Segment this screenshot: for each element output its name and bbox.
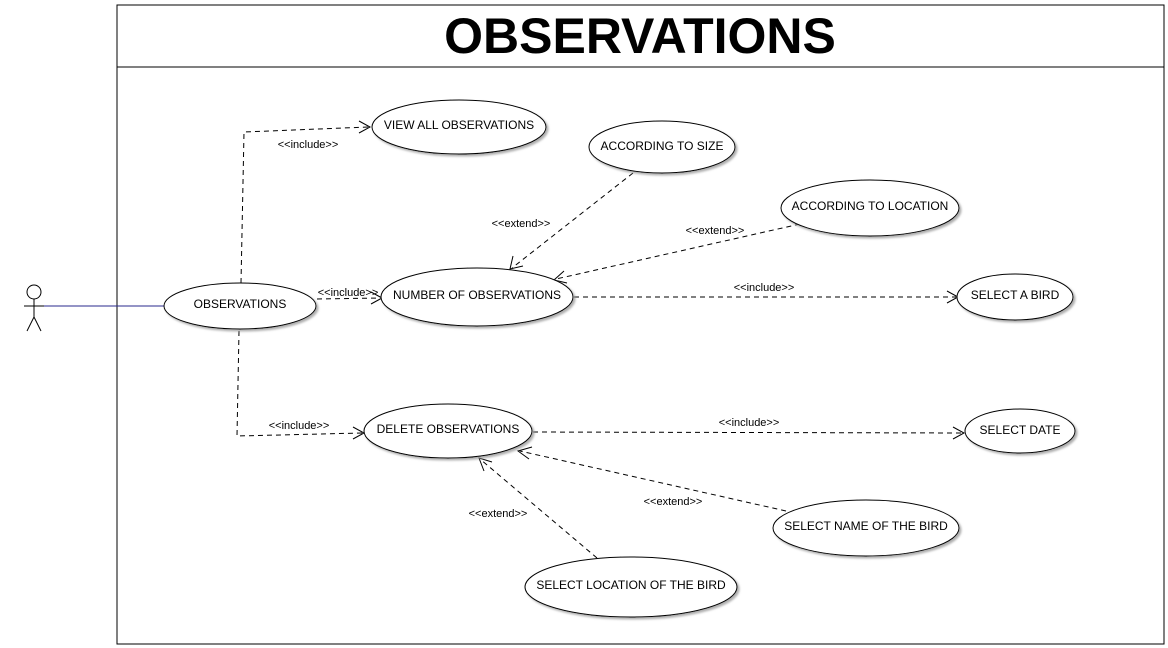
use-case-label: SELECT NAME OF THE BIRD	[784, 519, 948, 533]
label-extend-location-bird: <<extend>>	[469, 508, 528, 520]
use-case-label: VIEW ALL OBSERVATIONS	[384, 118, 534, 132]
label-extend-size: <<extend>>	[492, 218, 551, 230]
stick-figure-actor-icon[interactable]	[24, 284, 44, 332]
use-case-select-name-of-the-bird[interactable]: SELECT NAME OF THE BIRD	[772, 499, 960, 557]
use-case-label: OBSERVATIONS	[194, 297, 287, 311]
use-case-according-to-size[interactable]: ACCORDING TO SIZE	[588, 120, 736, 174]
system-boundary	[116, 4, 1165, 645]
include-select-date-arrow	[952, 426, 966, 440]
label-extend-location: <<extend>>	[686, 225, 745, 237]
use-case-label: NUMBER OF OBSERVATIONS	[393, 288, 561, 302]
label-include-select-date: <<include>>	[719, 417, 780, 429]
use-case-view-all-observations[interactable]: VIEW ALL OBSERVATIONS	[371, 99, 547, 155]
use-case-select-a-bird[interactable]: SELECT A BIRD	[956, 273, 1074, 321]
use-case-label: SELECT DATE	[980, 423, 1061, 437]
use-case-label: DELETE OBSERVATIONS	[377, 422, 520, 436]
extend-location-bird-line	[479, 458, 598, 559]
use-case-number-of-observations[interactable]: NUMBER OF OBSERVATIONS	[380, 267, 574, 327]
extend-size-line	[511, 172, 634, 269]
use-case-label: SELECT LOCATION OF THE BIRD	[536, 578, 726, 592]
use-case-select-date[interactable]: SELECT DATE	[964, 408, 1076, 454]
include-view-all-arrow	[358, 120, 372, 134]
label-extend-name: <<extend>>	[644, 496, 703, 508]
use-case-select-location-of-the-bird[interactable]: SELECT LOCATION OF THE BIRD	[524, 556, 738, 618]
label-include-delete: <<include>>	[269, 420, 330, 432]
extend-location-bird-arrow	[478, 457, 493, 472]
label-include-number: <<include>>	[318, 287, 379, 299]
use-case-label: ACCORDING TO SIZE	[601, 139, 724, 153]
label-include-select-bird: <<include>>	[734, 282, 795, 294]
use-case-according-to-location[interactable]: ACCORDING TO LOCATION	[780, 179, 960, 237]
extend-name-arrow	[516, 446, 533, 460]
use-case-label: SELECT A BIRD	[971, 288, 1060, 302]
use-case-label: ACCORDING TO LOCATION	[792, 199, 949, 213]
diagram-title: OBSERVATIONS	[444, 8, 836, 64]
use-case-observations[interactable]: OBSERVATIONS	[163, 282, 317, 330]
extend-name-line	[519, 450, 787, 512]
extend-size-arrow	[509, 255, 524, 270]
include-number-line	[316, 297, 381, 300]
label-include-view-all: <<include>>	[278, 139, 339, 151]
use-case-delete-observations[interactable]: DELETE OBSERVATIONS	[363, 403, 533, 459]
extend-location-line	[555, 223, 801, 280]
